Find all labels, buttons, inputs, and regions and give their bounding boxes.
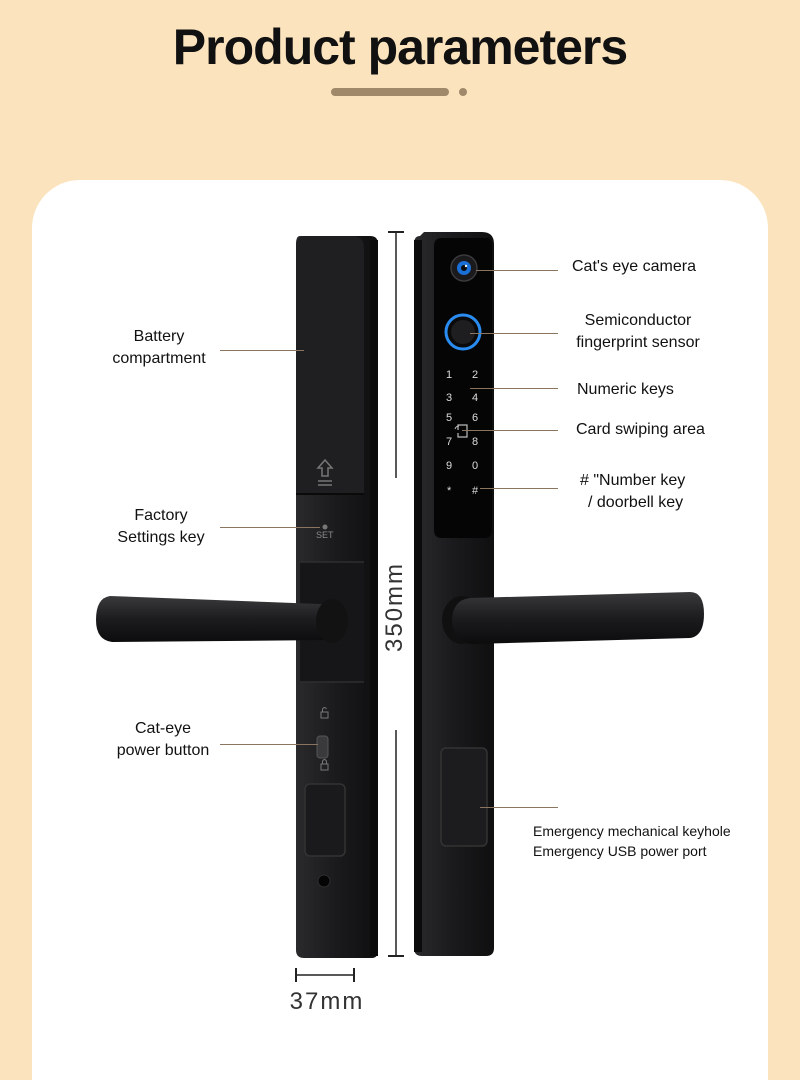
width-dimension-label: 37mm bbox=[289, 988, 365, 1015]
title-decoration-dot bbox=[459, 88, 467, 96]
width-dimension-line bbox=[295, 968, 355, 982]
key-8[interactable]: 8 bbox=[472, 436, 479, 448]
battery-compartment-label: Battery compartment bbox=[100, 326, 218, 370]
key-2[interactable]: 2 bbox=[472, 369, 479, 381]
back-panel bbox=[296, 236, 378, 958]
factory-settings-line-1: Factory bbox=[134, 507, 188, 524]
numeric-keys-leader-line bbox=[470, 388, 558, 389]
emergency-leader-line bbox=[480, 807, 558, 808]
key-4[interactable]: 4 bbox=[472, 392, 479, 404]
factory-leader-line bbox=[220, 527, 320, 528]
cat-eye-power-switch[interactable] bbox=[316, 735, 329, 759]
fingerprint-line-1: Semiconductor bbox=[584, 312, 692, 329]
key-6[interactable]: 6 bbox=[472, 412, 479, 424]
battery-compartment-line-2: compartment bbox=[112, 350, 206, 367]
cat-eye-power-line-1: Cat-eye bbox=[134, 720, 192, 737]
unlock-icon bbox=[320, 707, 329, 719]
key-3[interactable]: 3 bbox=[446, 392, 453, 404]
cat-eye-power-line-2: power button bbox=[116, 742, 210, 759]
key-5[interactable]: 5 bbox=[446, 412, 453, 424]
cat-eye-power-label: Cat-eye power button bbox=[104, 718, 222, 762]
height-dimension-line bbox=[388, 231, 404, 957]
key-0[interactable]: 0 bbox=[472, 460, 479, 472]
set-button-icon[interactable] bbox=[322, 524, 328, 530]
back-keyhole-icon bbox=[317, 874, 331, 888]
smart-lock-illustration bbox=[96, 231, 704, 982]
page-title: Product parameters bbox=[172, 19, 628, 75]
title-decoration-bar bbox=[331, 88, 449, 96]
cat-eye-leader-line bbox=[220, 744, 318, 745]
numeric-keys-label: Numeric keys bbox=[577, 381, 674, 398]
front-handle[interactable] bbox=[442, 592, 704, 644]
number-key-leader-line bbox=[480, 488, 558, 489]
battery-arrow-icon bbox=[316, 458, 334, 486]
height-dimension-label: 350mm bbox=[381, 561, 408, 652]
back-handle[interactable] bbox=[96, 596, 348, 643]
front-panel bbox=[414, 232, 494, 956]
key-hash[interactable]: # bbox=[472, 485, 479, 497]
factory-settings-label: Factory Settings key bbox=[104, 505, 218, 549]
number-doorbell-key-label: # "Number key / doorbell key bbox=[580, 470, 685, 514]
card-swiping-area-label: Card swiping area bbox=[576, 421, 705, 438]
fingerprint-leader-line bbox=[470, 333, 558, 334]
card-swipe-leader-line bbox=[462, 430, 558, 431]
set-label: SET bbox=[316, 530, 334, 540]
cats-eye-camera-label: Cat's eye camera bbox=[572, 258, 696, 275]
key-star[interactable]: * bbox=[447, 485, 452, 497]
factory-settings-line-2: Settings key bbox=[117, 529, 205, 546]
key-7[interactable]: 7 bbox=[446, 436, 453, 448]
number-key-line-1: # "Number key bbox=[580, 472, 686, 489]
emergency-cover[interactable] bbox=[440, 747, 488, 847]
key-9[interactable]: 9 bbox=[446, 460, 453, 472]
title-decoration bbox=[331, 88, 471, 98]
number-key-line-2: / doorbell key bbox=[588, 494, 684, 511]
card-swipe-icon bbox=[454, 424, 468, 438]
battery-leader-line bbox=[220, 350, 304, 351]
fingerprint-sensor-icon[interactable] bbox=[444, 313, 482, 351]
cats-eye-camera-icon bbox=[450, 254, 478, 282]
fingerprint-sensor-label: Semiconductor fingerprint sensor bbox=[566, 310, 710, 354]
camera-leader-line bbox=[476, 270, 558, 271]
lock-icon bbox=[320, 759, 329, 771]
battery-compartment-line-1: Battery bbox=[133, 328, 185, 345]
emergency-usb-label: Emergency USB power port bbox=[533, 843, 707, 859]
emergency-keyhole-label: Emergency mechanical keyhole bbox=[533, 823, 731, 839]
key-1[interactable]: 1 bbox=[446, 369, 453, 381]
fingerprint-line-2: fingerprint sensor bbox=[576, 334, 700, 351]
